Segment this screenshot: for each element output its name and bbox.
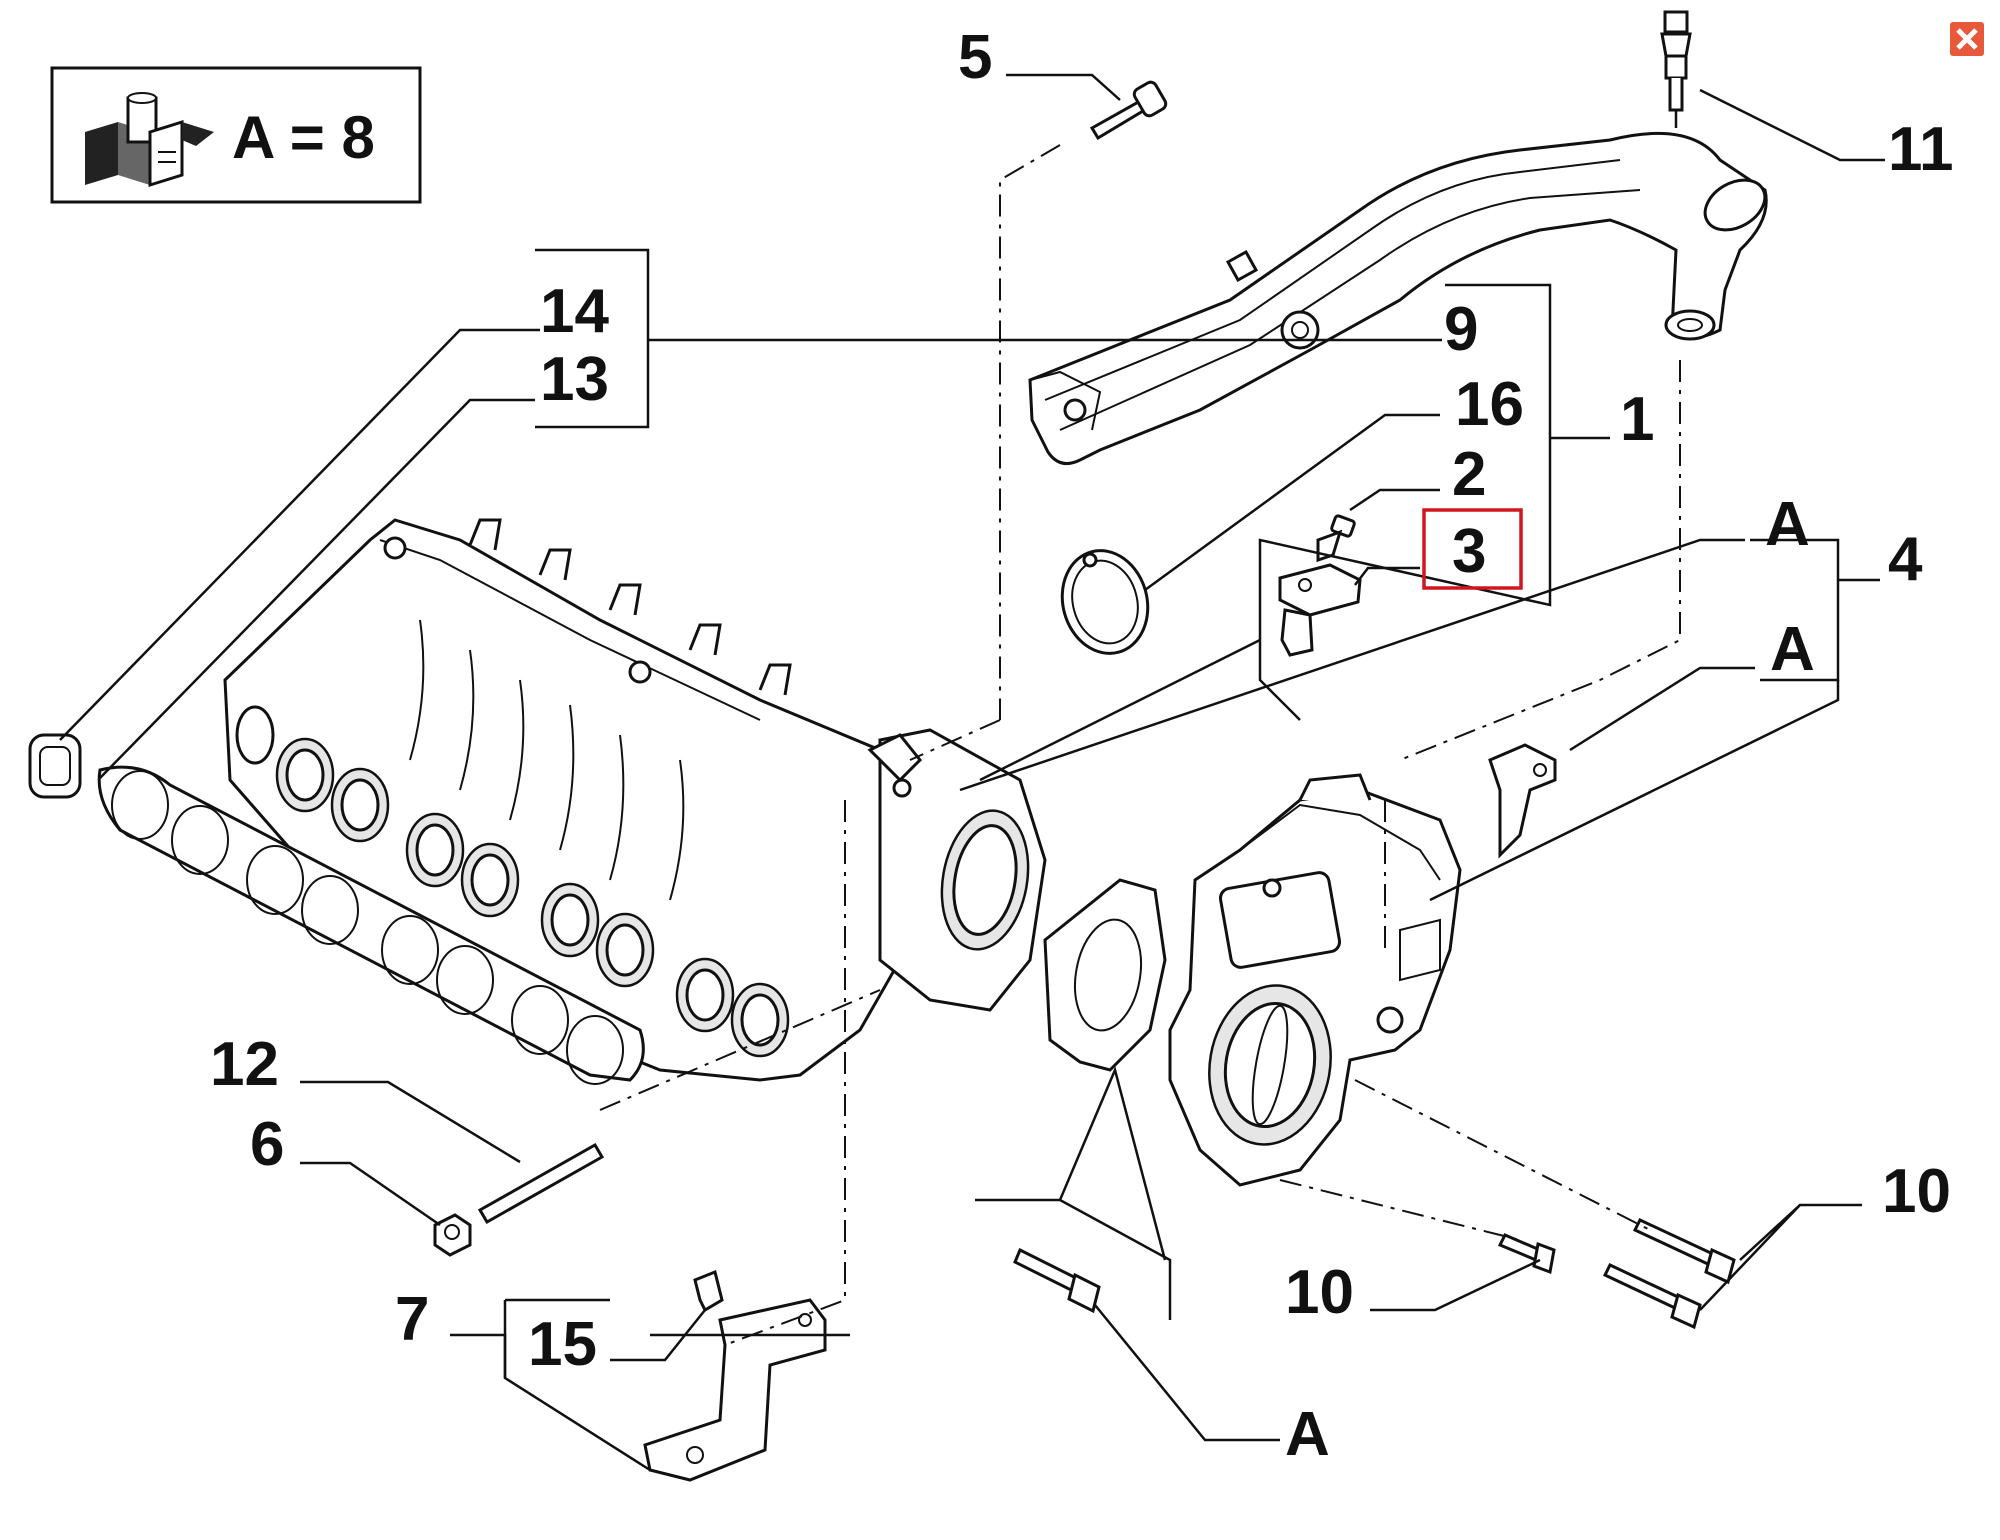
tool-kit-icon — [85, 92, 214, 188]
part-11-sensor — [1660, 10, 1692, 128]
part-7-bracket — [643, 1298, 827, 1482]
label-a-mid[interactable]: A — [1770, 615, 1815, 684]
label-4[interactable]: 4 — [1888, 525, 1923, 594]
label-14[interactable]: 14 — [540, 277, 609, 346]
manifold-flange — [867, 728, 1047, 1012]
part-12-stud — [477, 1142, 605, 1225]
part-14-small-gasket — [28, 733, 82, 799]
dashed-assembly-lines — [599, 144, 1681, 1346]
part-6-nut — [433, 1213, 472, 1257]
throttle-bracket — [1488, 743, 1557, 859]
label-9[interactable]: 9 — [1444, 295, 1478, 364]
label-7[interactable]: 7 — [395, 1285, 429, 1354]
label-10-right[interactable]: 10 — [1882, 1157, 1951, 1226]
label-16[interactable]: 16 — [1455, 370, 1524, 439]
label-5[interactable]: 5 — [958, 23, 992, 92]
part-10-bolt-right-2 — [1602, 1263, 1702, 1330]
part-3-sensor — [1278, 563, 1362, 657]
label-13[interactable]: 13 — [540, 345, 609, 414]
part-16-ring-gasket — [1060, 549, 1150, 655]
label-2[interactable]: 2 — [1452, 440, 1486, 509]
part-10-bolt-right-1 — [1632, 1218, 1736, 1285]
label-12[interactable]: 12 — [210, 1030, 279, 1099]
part-10-bolt-lower — [1497, 1233, 1556, 1275]
part-a-bolt — [1013, 1247, 1101, 1314]
label-11[interactable]: 11 — [1888, 115, 1954, 184]
intake-manifold — [223, 518, 962, 1082]
label-a-bottom[interactable]: A — [1285, 1400, 1330, 1469]
part-13-manifold-gasket — [97, 765, 645, 1085]
legend-box: A = 8 — [50, 66, 422, 204]
leader-lines — [59, 73, 1885, 1472]
label-a-top[interactable]: A — [1765, 490, 1810, 559]
legend-text: A = 8 — [232, 104, 375, 171]
highlight-box-3 — [1422, 508, 1523, 590]
close-icon[interactable] — [1950, 22, 1984, 56]
label-15[interactable]: 15 — [528, 1310, 597, 1379]
throttle-gasket — [1043, 878, 1167, 1072]
label-10-lower[interactable]: 10 — [1285, 1258, 1354, 1327]
part-5-bolt — [1089, 80, 1168, 141]
label-3[interactable]: 3 — [1452, 517, 1486, 586]
label-6[interactable]: 6 — [250, 1110, 284, 1179]
part-15-clip — [693, 1269, 724, 1313]
part-4-throttle-body — [1168, 773, 1462, 1187]
label-1[interactable]: 1 — [1620, 385, 1654, 454]
